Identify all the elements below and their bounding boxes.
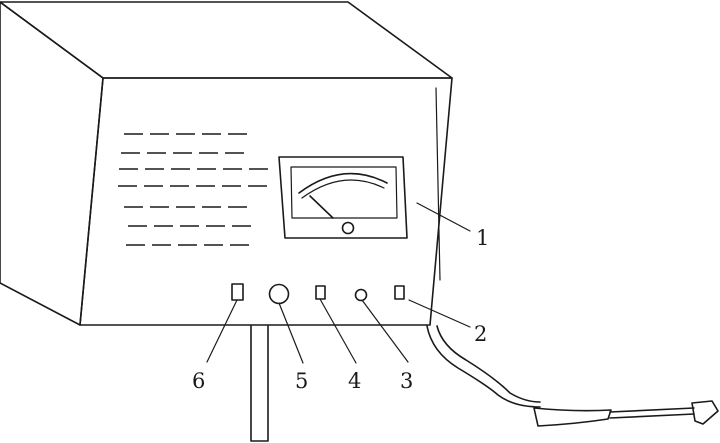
- meter-face: [290, 166, 398, 219]
- middle-switch: [315, 285, 326, 300]
- callout-label-1: 1: [476, 226, 489, 250]
- meter-zero-adjust-knob: [341, 221, 355, 235]
- left-switch: [231, 283, 244, 301]
- support-post-outline: [250, 325, 269, 442]
- probe-shaft-top: [609, 407, 695, 413]
- vent-grille: [118, 133, 268, 246]
- cable-lower-strand: [436, 325, 541, 403]
- cable-upper-strand: [426, 325, 541, 408]
- leader-line-1: [416, 202, 471, 232]
- cabinet-front-face: [79, 77, 453, 326]
- callout-label-6: 6: [192, 369, 205, 393]
- leader-line-3: [361, 299, 409, 363]
- callout-labels: 1 2 3 4 5 6: [192, 226, 489, 393]
- callout-label-2: 2: [474, 322, 487, 346]
- probe-handle: [533, 407, 612, 427]
- cable-and-probe: [426, 325, 719, 427]
- meter-needle: [309, 195, 334, 219]
- leader-line-5: [278, 302, 304, 364]
- large-knob: [268, 283, 290, 305]
- control-panel: [231, 283, 405, 305]
- leader-line-4: [319, 298, 357, 364]
- probe-tip: [691, 400, 719, 425]
- leader-lines: [206, 202, 471, 364]
- meter-scale-outer: [298, 172, 388, 194]
- meter-scale-inner: [301, 179, 385, 199]
- support-post: [250, 325, 269, 442]
- cabinet-top-face: [0, 1, 453, 79]
- meter-bezel: [278, 156, 408, 239]
- probe-shaft-bottom: [609, 413, 695, 419]
- cabinet-right-edge: [435, 87, 441, 281]
- leader-line-2: [408, 299, 471, 328]
- cabinet-left-face: [0, 1, 104, 326]
- leader-line-6: [206, 299, 238, 363]
- callout-label-5: 5: [295, 369, 308, 393]
- small-knob: [354, 288, 368, 302]
- callout-label-4: 4: [348, 369, 361, 393]
- cabinet: [0, 1, 453, 326]
- right-switch: [394, 285, 405, 300]
- callout-label-3: 3: [400, 369, 413, 393]
- analog-meter: [278, 156, 408, 239]
